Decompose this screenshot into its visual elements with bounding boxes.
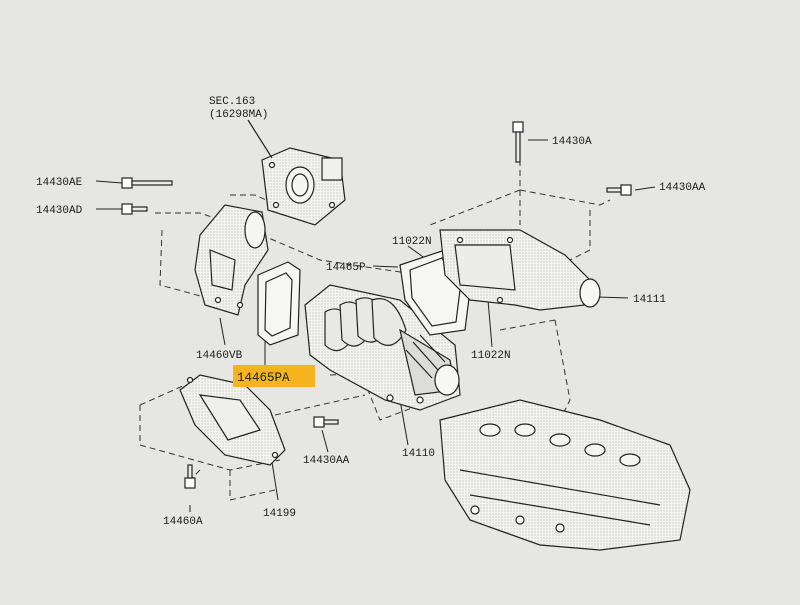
label-14465p: 14465P <box>326 262 366 274</box>
callout-highlight <box>233 365 315 387</box>
supercharger-14110 <box>304 284 461 411</box>
label-14430aa-top: 14430AA <box>659 182 706 194</box>
label-14430aa-bottom: 14430AA <box>303 455 350 467</box>
section-label: SEC.163 <box>209 96 255 108</box>
section-ref-label: (16298MA) <box>209 109 268 121</box>
label-14465pa: 14465PA <box>237 371 290 385</box>
label-11022n-bottom: 11022N <box>471 350 511 362</box>
label-14460a: 14460A <box>163 516 203 528</box>
lower-cover <box>179 374 286 466</box>
bolt-14430aa-top <box>606 184 632 196</box>
label-14430ad: 14430AD <box>36 205 83 217</box>
bolt-14460a <box>184 464 196 489</box>
label-14199: 14199 <box>263 508 296 520</box>
label-14460vb: 14460VB <box>196 350 243 362</box>
throttle-body <box>247 119 346 226</box>
label-14111: 14111 <box>633 294 666 306</box>
assembly-guide-lines <box>139 160 611 501</box>
label-14110: 14110 <box>402 448 435 460</box>
cylinder-head <box>439 399 691 551</box>
bolt-14430ae <box>121 177 173 189</box>
part-labels: SEC.163 (16298MA) 14430AE 14430AD 14430A… <box>36 96 706 528</box>
gasket-14465pa <box>257 261 301 346</box>
bolt-14430ad <box>121 203 148 215</box>
label-14430ae: 14430AE <box>36 177 83 189</box>
label-14430a: 14430A <box>552 136 592 148</box>
inlet-duct <box>194 204 269 316</box>
bolt-14430a <box>512 121 524 163</box>
label-11022n-top: 11022N <box>392 236 432 248</box>
bolt-14430aa-bottom <box>313 416 339 428</box>
bypass-manifold <box>439 229 601 311</box>
